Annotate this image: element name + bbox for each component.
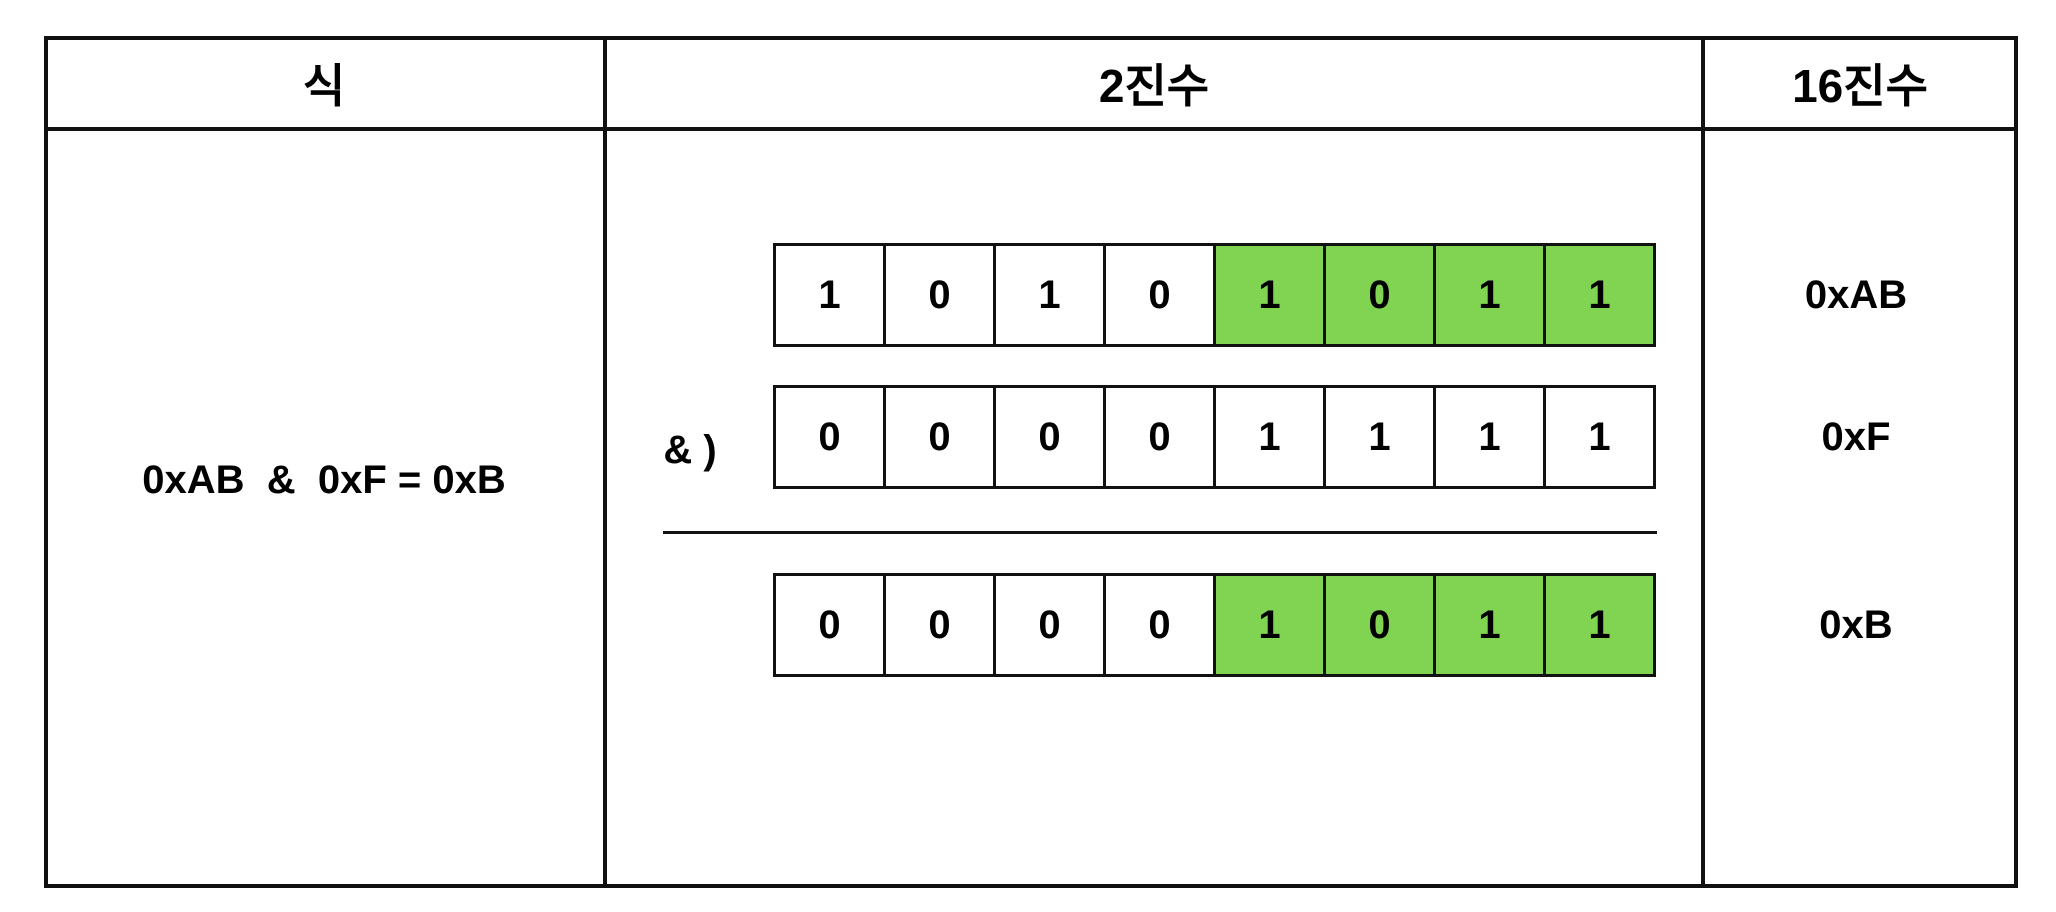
bit-cell: 0 <box>993 573 1106 677</box>
hex-value: 0xB <box>1819 602 1893 647</box>
bit-cell: 0 <box>1323 243 1436 347</box>
and-operator-label: & ) <box>663 427 717 472</box>
table-frame <box>44 36 2018 888</box>
header-hex: 16진수 <box>1792 59 1928 112</box>
hex-value: 0xF <box>1821 414 1891 459</box>
bit-cell: 0 <box>883 573 996 677</box>
bit-cell: 1 <box>773 243 886 347</box>
bit-cell: 0 <box>1323 573 1436 677</box>
bit-cell: 0 <box>1103 385 1216 489</box>
bit-cell: 1 <box>993 243 1106 347</box>
bit-cell: 1 <box>1433 243 1546 347</box>
header-divider <box>44 127 2018 131</box>
bit-cell: 0 <box>883 385 996 489</box>
bit-cell: 1 <box>1543 385 1656 489</box>
bit-cell: 0 <box>883 243 996 347</box>
bit-cell: 0 <box>993 385 1106 489</box>
column-divider <box>603 36 607 888</box>
bit-cell: 1 <box>1543 243 1656 347</box>
bit-cell: 1 <box>1323 385 1436 489</box>
result-divider-line <box>663 531 1657 534</box>
bit-cell: 0 <box>1103 243 1216 347</box>
column-divider <box>1701 36 1705 888</box>
bit-cell: 0 <box>773 385 886 489</box>
bit-cell: 0 <box>773 573 886 677</box>
bit-cell: 1 <box>1433 385 1546 489</box>
bit-cell: 1 <box>1213 573 1326 677</box>
bit-cell: 1 <box>1543 573 1656 677</box>
bit-cell: 1 <box>1433 573 1546 677</box>
bit-cell: 0 <box>1103 573 1216 677</box>
header-binary: 2진수 <box>1098 59 1210 112</box>
bit-cell: 1 <box>1213 385 1326 489</box>
hex-value: 0xAB <box>1804 272 1908 317</box>
expression-text: 0xAB & 0xF = 0xB <box>142 457 506 502</box>
bit-cell: 1 <box>1213 243 1326 347</box>
header-expression: 식 <box>302 59 346 112</box>
